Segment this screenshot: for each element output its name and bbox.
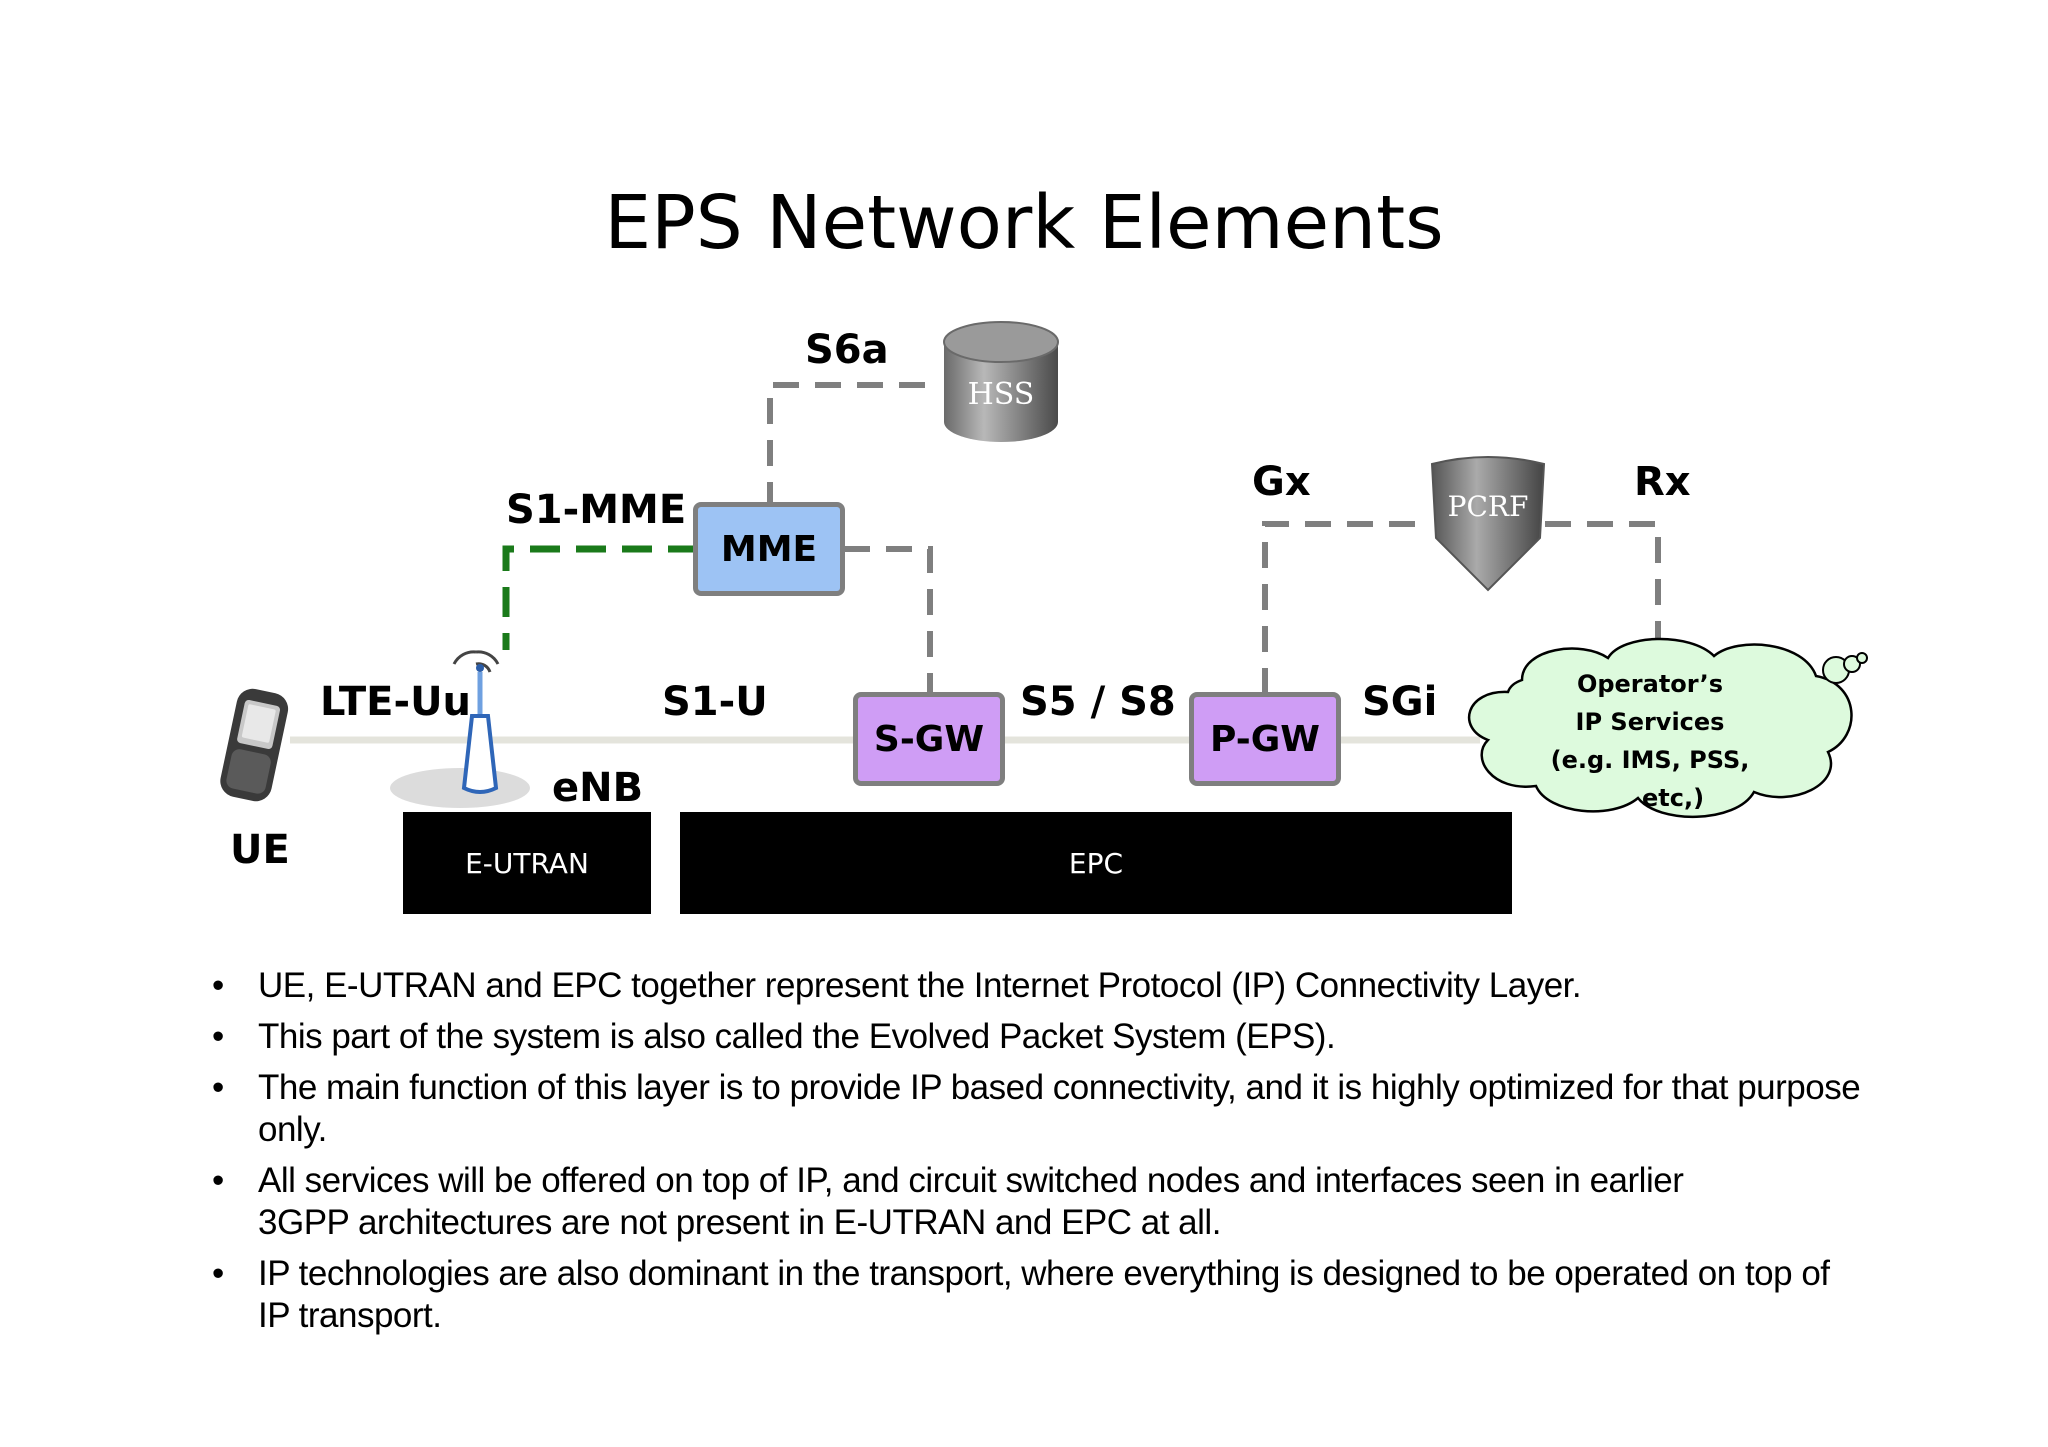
sgi-label: SGi bbox=[1362, 679, 1438, 725]
operator-services-text: Operator’s IP Services (e.g. IMS, PSS, e… bbox=[1510, 665, 1790, 817]
page-title: EPS Network Elements bbox=[604, 180, 1444, 266]
sgw-node: S-GW bbox=[853, 692, 1005, 786]
cloud-line-2: IP Services bbox=[1575, 708, 1725, 736]
s1-u-label: S1-U bbox=[662, 679, 768, 725]
s5-s8-label: S5 / S8 bbox=[1020, 679, 1176, 725]
pcrf-server-icon: PCRF bbox=[1430, 456, 1546, 592]
enb-label: eNB bbox=[552, 765, 644, 811]
enb-antenna-icon bbox=[390, 650, 530, 808]
cloud-line-3: (e.g. IMS, PSS, bbox=[1550, 746, 1750, 774]
rx-label: Rx bbox=[1634, 459, 1691, 505]
hss-label: HSS bbox=[968, 377, 1035, 412]
ue-phone-icon bbox=[220, 688, 289, 802]
bullet-item: The main function of this layer is to pr… bbox=[212, 1067, 1872, 1151]
s11-link bbox=[844, 546, 933, 694]
bullet-item: This part of the system is also called t… bbox=[212, 1016, 1872, 1058]
cloud-line-4: etc,) bbox=[1641, 784, 1705, 812]
pgw-node: P-GW bbox=[1189, 692, 1341, 786]
pcrf-label: PCRF bbox=[1448, 490, 1529, 523]
cloud-line-1: Operator’s bbox=[1576, 670, 1724, 698]
bullet-item: IP technologies are also dominant in the… bbox=[212, 1253, 1848, 1337]
operator-cloud-icon bbox=[1468, 637, 1868, 819]
epc-domain-bar: EPC bbox=[680, 812, 1512, 914]
bullet-item: All services will be offered on top of I… bbox=[212, 1160, 1738, 1244]
hss-database-icon: HSS bbox=[943, 321, 1059, 442]
s1-mme-label: S1-MME bbox=[506, 487, 687, 533]
ue-label: UE bbox=[230, 827, 290, 873]
bullet-list: UE, E-UTRAN and EPC together represent t… bbox=[212, 965, 1872, 1346]
bullet-item: UE, E-UTRAN and EPC together represent t… bbox=[212, 965, 1872, 1007]
lte-uu-label: LTE-Uu bbox=[320, 679, 472, 725]
gx-label: Gx bbox=[1252, 459, 1311, 505]
e-utran-domain-bar: E-UTRAN bbox=[403, 812, 651, 914]
mme-node: MME bbox=[693, 502, 845, 596]
gx-link bbox=[1262, 521, 1430, 694]
s1-mme-link bbox=[502, 545, 698, 650]
s6a-link bbox=[767, 382, 938, 508]
s6a-label: S6a bbox=[805, 327, 889, 373]
